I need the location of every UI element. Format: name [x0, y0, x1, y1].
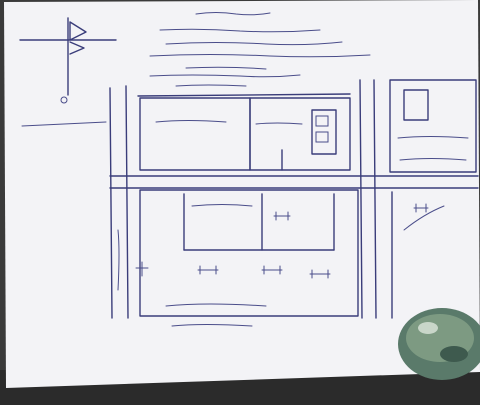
header-line-2: [159, 28, 321, 33]
paper-sheet: [4, 0, 480, 388]
header-line-4: [149, 54, 371, 58]
right-upper-plot: [389, 79, 477, 173]
header-line-5: [185, 66, 267, 70]
header-line-7: [175, 84, 247, 87]
roads: [21, 79, 479, 319]
compass-diagram: [19, 17, 117, 104]
header-block: [149, 12, 371, 87]
upper-mid-plot: [249, 97, 351, 171]
glass-paperweight: [398, 308, 480, 380]
header-line-1: [195, 12, 271, 16]
left-road-annotation: [117, 229, 149, 291]
lower-central-plot: [139, 189, 359, 317]
right-lower-plot: [391, 191, 445, 319]
header-line-6: [149, 74, 301, 78]
bottom-caption: [165, 303, 267, 327]
header-line-3: [165, 41, 343, 46]
